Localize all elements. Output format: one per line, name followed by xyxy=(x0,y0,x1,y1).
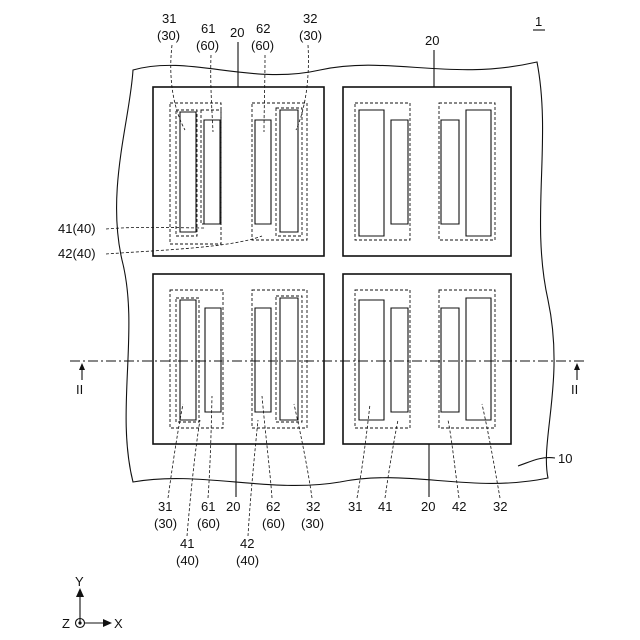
figure-number: 1 xyxy=(535,14,542,29)
label-20-bottom-right: 20 xyxy=(421,499,435,514)
label-42-bottom-right: 42 xyxy=(452,499,466,514)
axis-indicator: Y Z X xyxy=(62,574,123,631)
label-61-bottom: 61 xyxy=(201,499,215,514)
axis-z-label: Z xyxy=(62,616,70,631)
label-60-top: (60) xyxy=(196,38,219,53)
section-arrow-left-head xyxy=(79,363,85,370)
label-20-bottom-left: 20 xyxy=(226,499,240,514)
label-40-bottom-left-2: (40) xyxy=(236,553,259,568)
label-30-bottom-left: (30) xyxy=(154,516,177,531)
label-32-bottom-left: 32 xyxy=(306,499,320,514)
section-marker-right: II xyxy=(571,382,578,397)
section-marker-left: II xyxy=(76,382,83,397)
label-61-top: 61 xyxy=(201,21,215,36)
label-10: 10 xyxy=(558,451,572,466)
label-60-bottom-2: (60) xyxy=(262,516,285,531)
label-30-bottom-left-2: (30) xyxy=(301,516,324,531)
label-20-top-right: 20 xyxy=(425,33,439,48)
label-30-top: (30) xyxy=(157,28,180,43)
label-42-40: 42(40) xyxy=(58,246,96,261)
chip-top-right xyxy=(343,87,511,256)
axis-y-label: Y xyxy=(75,574,84,589)
axis-x-label: X xyxy=(114,616,123,631)
label-41-bottom-left: 41 xyxy=(180,536,194,551)
label-60-bottom: (60) xyxy=(197,516,220,531)
section-arrow-right-head xyxy=(574,363,580,370)
label-31-bottom-right: 31 xyxy=(348,499,362,514)
label-30-top-2: (30) xyxy=(299,28,322,43)
label-41-40: 41(40) xyxy=(58,221,96,236)
label-62-top: 62 xyxy=(256,21,270,36)
label-60-top-2: (60) xyxy=(251,38,274,53)
label-40-bottom-left: (40) xyxy=(176,553,199,568)
label-42-bottom-left: 42 xyxy=(240,536,254,551)
label-41-bottom-right: 41 xyxy=(378,499,392,514)
label-62-bottom: 62 xyxy=(266,499,280,514)
chip-bottom-left xyxy=(153,274,324,444)
chip-top-left xyxy=(153,87,324,256)
label-32-top: 32 xyxy=(303,11,317,26)
label-31-bottom-left: 31 xyxy=(158,499,172,514)
label-20-top-left: 20 xyxy=(230,25,244,40)
label-32-bottom-right: 32 xyxy=(493,499,507,514)
label-31-top: 31 xyxy=(162,11,176,26)
